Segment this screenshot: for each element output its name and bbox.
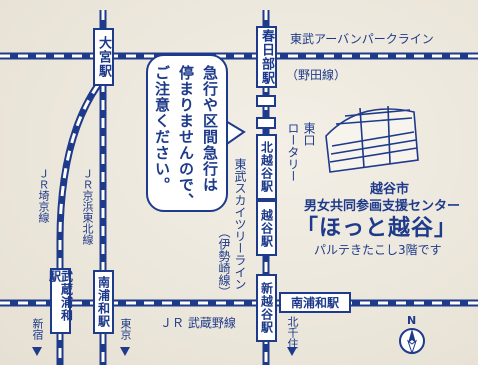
venue-location: パルテきたこし3階です <box>314 243 442 257</box>
venue-center: 男女共同参画支援センター <box>304 199 461 214</box>
station-musashiurawa: 武蔵浦和駅 <box>48 268 74 334</box>
callout-line-1: 急行や区間急行は <box>201 65 219 193</box>
compass-icon <box>399 328 425 355</box>
skytree-station-marker <box>256 117 276 129</box>
callout-line-2: 停まりませんので、 <box>177 65 195 209</box>
station-minamiurawa-musashino: 南浦和駅 <box>279 292 351 313</box>
label-rotary: ロータリー <box>286 122 300 182</box>
direction-tokyo: 東京 <box>119 318 132 340</box>
arrow-down-icon <box>32 347 42 356</box>
compass-north-label: N <box>407 314 417 327</box>
label-tobu-skytree-line-sub: （伊勢崎線） <box>217 226 231 298</box>
callout-line-3: ご注意ください。 <box>153 65 171 193</box>
label-jr-saikyo-line: ＪＲ埼京線 <box>37 168 50 223</box>
venue-name: 「ほっと越谷」 <box>296 216 458 241</box>
station-omiya: 大宮駅 <box>93 28 114 86</box>
station-kasukabe: 春日部駅 <box>256 26 277 88</box>
skytree-station-marker <box>256 95 276 107</box>
station-kitakoshigaya: 北越谷駅 <box>256 134 277 200</box>
arrow-down-icon <box>120 347 130 356</box>
station-shinkoshigaya: 新越谷駅 <box>256 274 277 342</box>
label-tobu-skytree-line: 東武スカイツリーライン <box>233 158 247 290</box>
direction-kitasenju: 北千住 <box>286 316 299 349</box>
direction-shinjuku: 新宿 <box>31 318 44 340</box>
jr-saikyo-line-track <box>56 83 101 365</box>
arrow-down-icon <box>287 347 297 356</box>
label-east-exit: 東口 <box>302 122 316 146</box>
label-tobu-urban-park-line: 東武アーバンパークライン <box>290 32 434 46</box>
venue-city: 越谷市 <box>370 182 410 197</box>
station-minamiurawa-keihin: 南浦和駅 <box>93 270 114 334</box>
label-jr-keihin-tohoku-line: ＪＲ京浜東北線 <box>81 168 94 245</box>
station-koshigaya: 越谷駅 <box>256 200 277 256</box>
label-tobu-urban-park-line-sub: （野田線） <box>286 68 347 82</box>
label-jr-musashino-line: ＪＲ 武蔵野線 <box>160 316 236 330</box>
building-icon <box>325 105 419 173</box>
express-warning-callout: 急行や区間急行は 停まりませんので、 ご注意ください。 <box>146 54 228 212</box>
